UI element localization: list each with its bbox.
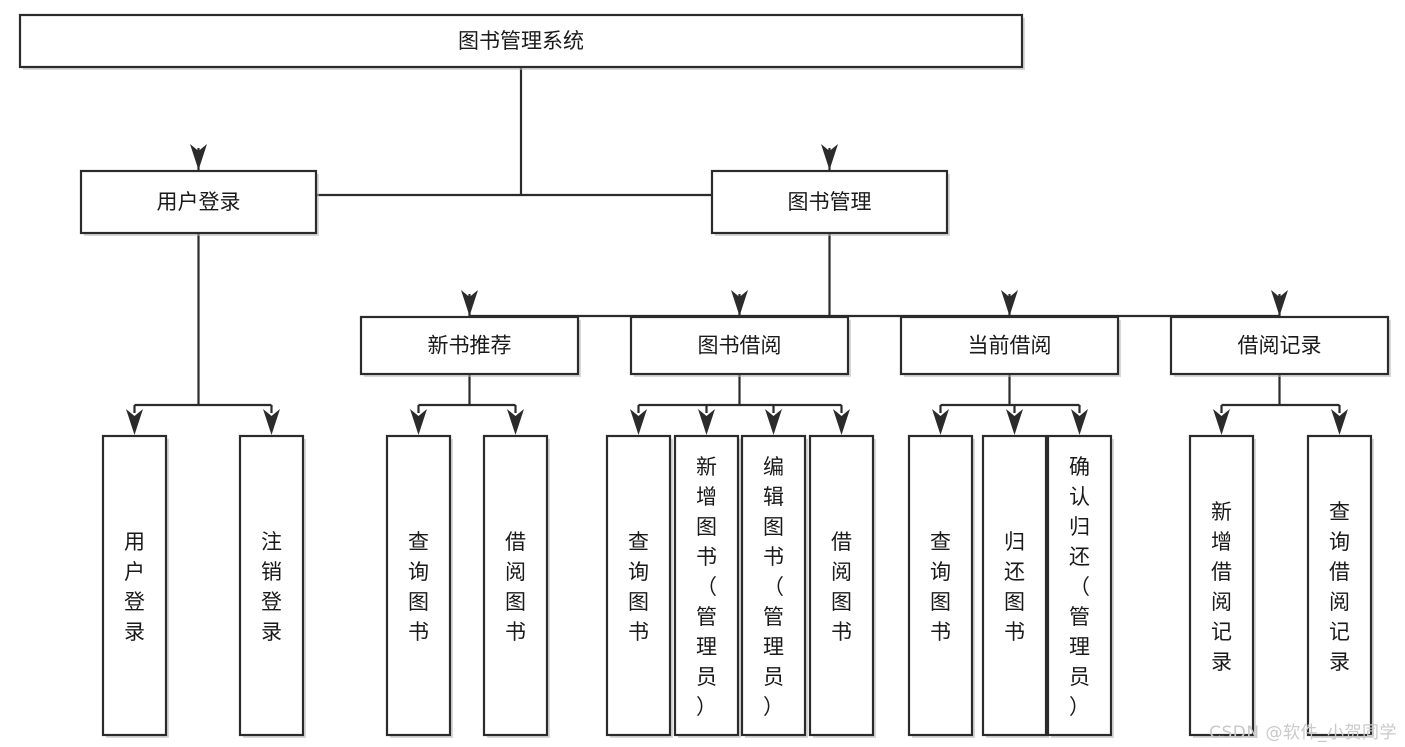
edge-group-user-login <box>126 233 280 435</box>
node-box[interactable] <box>673 434 740 737</box>
node-new-book-recommend[interactable]: 新书推荐 <box>359 315 581 377</box>
node-leaf-edit-book[interactable]: 编辑图书（管理员） <box>740 434 808 738</box>
node-leaf-logout[interactable]: 注销登录 <box>238 434 306 738</box>
node-label: 用户登录 <box>157 190 241 214</box>
node-box[interactable] <box>899 315 1120 376</box>
node-label: 借阅图书 <box>505 530 526 644</box>
node-borrow-record[interactable]: 借阅记录 <box>1169 315 1391 377</box>
edge-group-book-manage <box>461 233 1288 318</box>
node-user-login[interactable]: 用户登录 <box>79 169 319 236</box>
node-box[interactable] <box>710 169 949 235</box>
node-box[interactable] <box>808 434 875 737</box>
node-label: 查询图书 <box>408 530 429 644</box>
nodes-layer: 图书管理系统用户登录图书管理新书推荐图书借阅当前借阅借阅记录用户登录注销登录查询… <box>18 13 1391 738</box>
edge-group-new-book-recommend <box>410 374 524 435</box>
node-box[interactable] <box>101 434 168 737</box>
node-root[interactable]: 图书管理系统 <box>18 13 1025 70</box>
node-leaf-add-book[interactable]: 新增图书（管理员） <box>673 434 741 738</box>
node-box[interactable] <box>907 434 974 737</box>
node-box[interactable] <box>605 434 672 737</box>
node-label: 图书管理系统 <box>458 29 584 53</box>
node-box[interactable] <box>18 13 1024 69</box>
node-label: 当前借阅 <box>968 334 1052 358</box>
node-label: 查询图书 <box>628 530 649 644</box>
node-leaf-borrow-book-1[interactable]: 借阅图书 <box>482 434 550 738</box>
node-box[interactable] <box>629 315 850 376</box>
node-leaf-confirm-return[interactable]: 确认归还（管理员） <box>1046 434 1114 738</box>
node-box[interactable] <box>359 315 580 376</box>
watermark-text: CSDN @软件_小贺同学 <box>1209 723 1397 743</box>
node-box[interactable] <box>238 434 305 737</box>
node-book-manage[interactable]: 图书管理 <box>710 169 950 236</box>
edges-layer <box>126 67 1348 435</box>
node-leaf-user-login[interactable]: 用户登录 <box>101 434 169 738</box>
node-box[interactable] <box>740 434 807 737</box>
node-leaf-query-book-3[interactable]: 查询图书 <box>907 434 975 738</box>
node-label: 归还图书 <box>1004 530 1025 644</box>
node-current-borrow[interactable]: 当前借阅 <box>899 315 1121 377</box>
node-label: 查询图书 <box>930 530 951 644</box>
node-leaf-query-book-1[interactable]: 查询图书 <box>385 434 453 738</box>
node-box[interactable] <box>1046 434 1113 737</box>
node-label: 编辑图书（管理员） <box>763 455 784 719</box>
edge-group-book-borrow <box>630 374 850 435</box>
node-leaf-add-record[interactable]: 新增借阅记录 <box>1188 434 1256 738</box>
node-leaf-query-book-2[interactable]: 查询图书 <box>605 434 673 738</box>
node-leaf-query-record[interactable]: 查询借阅记录 <box>1306 434 1374 738</box>
node-box[interactable] <box>79 169 318 235</box>
node-label: 借阅记录 <box>1238 334 1322 358</box>
node-box[interactable] <box>482 434 549 737</box>
node-label: 确认归还（管理员） <box>1069 455 1090 719</box>
node-box[interactable] <box>1306 434 1373 737</box>
node-label: 图书管理 <box>788 190 872 214</box>
node-box[interactable] <box>1169 315 1390 376</box>
node-box[interactable] <box>981 434 1048 737</box>
edge-group-borrow-record <box>1213 374 1348 435</box>
node-label: 新增图书（管理员） <box>696 455 717 719</box>
node-label: 借阅图书 <box>831 530 852 644</box>
node-book-borrow[interactable]: 图书借阅 <box>629 315 851 377</box>
node-leaf-return-book[interactable]: 归还图书 <box>981 434 1049 738</box>
node-label: 注销登录 <box>261 530 282 644</box>
node-label: 新增借阅记录 <box>1211 500 1232 674</box>
node-label: 查询借阅记录 <box>1329 500 1350 674</box>
node-label: 用户登录 <box>124 530 145 644</box>
node-box[interactable] <box>1188 434 1255 737</box>
node-label: 新书推荐 <box>428 334 512 358</box>
node-leaf-borrow-book-2[interactable]: 借阅图书 <box>808 434 876 738</box>
node-label: 图书借阅 <box>698 334 782 358</box>
edge-group-current-borrow <box>932 374 1088 435</box>
node-box[interactable] <box>385 434 452 737</box>
